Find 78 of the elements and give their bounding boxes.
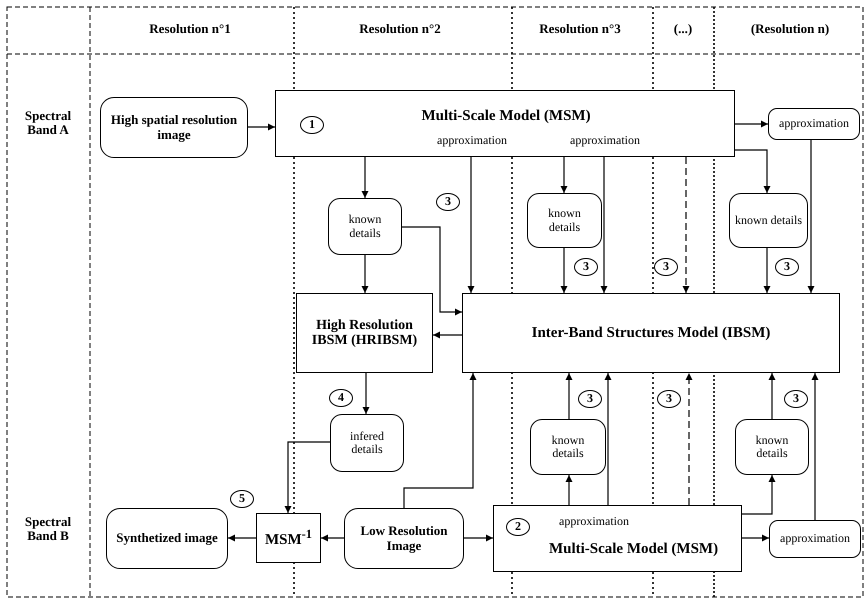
arrow: [604, 373, 612, 505]
arrow: [248, 124, 275, 130]
arrow: [362, 373, 370, 414]
callout-number: 3: [657, 390, 681, 408]
arrow: [742, 475, 776, 515]
arrow: [808, 140, 814, 293]
arrow: [464, 534, 493, 542]
process-box: [462, 293, 840, 373]
arrow: [682, 157, 690, 293]
arrow: [284, 441, 330, 513]
output-label: approximation: [436, 134, 508, 146]
arrow: [468, 157, 474, 293]
callout-number: 5: [230, 490, 254, 508]
rounded-box: [344, 508, 464, 569]
box-label: known details: [550, 434, 586, 460]
process-box: [296, 293, 433, 373]
arrow: [362, 255, 368, 293]
box-label: known details: [754, 434, 790, 460]
box-label: Synthetized image: [115, 531, 219, 546]
arrow: [686, 373, 692, 505]
arrow: [600, 157, 608, 293]
callout-number: 3: [654, 258, 678, 276]
arrow: [403, 373, 476, 508]
arrow: [812, 373, 818, 520]
arrow: [560, 248, 568, 293]
row-header: Spectral Band B: [24, 515, 72, 544]
callout-number: 3: [784, 390, 808, 408]
arrow: [742, 534, 769, 542]
rounded-box: [106, 508, 228, 569]
callout-number: 3: [578, 390, 602, 408]
output-label: approximation: [558, 515, 630, 527]
rounded-box: [527, 193, 602, 248]
process-box: [275, 90, 735, 157]
box-label: known details: [734, 214, 803, 228]
arrow: [764, 248, 770, 293]
arrow: [566, 475, 572, 505]
box-title: Multi-Scale Model (MSM): [548, 542, 720, 557]
arrow: [735, 149, 770, 193]
rounded-box: [328, 198, 402, 255]
arrow: [433, 332, 462, 338]
box-label: Inter-Band Structures Model (IBSM): [530, 324, 772, 342]
callout-number: 3: [574, 258, 598, 276]
callout-number: 4: [329, 389, 353, 407]
box-label: High Resolution IBSM (HRIBSM): [310, 318, 418, 348]
rounded-box: [100, 97, 248, 158]
box-label: High spatial resolution image: [110, 113, 238, 142]
process-box: [256, 513, 321, 563]
arrow: [768, 373, 776, 419]
rounded-box: [769, 520, 861, 558]
callout-number: 3: [436, 193, 460, 211]
rounded-box: [735, 419, 809, 475]
box-label: known details: [348, 213, 382, 240]
callout-number: 3: [775, 258, 799, 276]
process-box: [493, 505, 742, 572]
row-header: Spectral Band A: [24, 109, 72, 138]
arrow: [228, 534, 256, 542]
box-label: approximation: [778, 117, 850, 131]
column-header: Resolution n°2: [358, 22, 442, 36]
box-label: infered details: [349, 430, 385, 456]
rounded-box: [330, 414, 404, 472]
box-label: Low Resolution Image: [359, 524, 449, 553]
output-label: approximation: [569, 134, 641, 146]
box-label: known details: [547, 207, 582, 234]
column-header: (...): [672, 22, 694, 36]
rounded-box: [768, 108, 860, 140]
arrow: [321, 534, 344, 542]
arrow: [560, 157, 568, 193]
rounded-box: [530, 419, 606, 475]
column-header: Resolution n°3: [538, 22, 622, 36]
box-label: approximation: [779, 532, 851, 546]
arrow: [735, 120, 768, 128]
arrow: [362, 157, 368, 198]
column-header: Resolution n°1: [148, 22, 232, 36]
rounded-box: [729, 193, 808, 248]
box-label: MSM$^{-1}$: [264, 528, 314, 548]
arrow: [566, 373, 572, 419]
column-header: (Resolution n): [750, 22, 830, 36]
arrow: [402, 226, 462, 316]
